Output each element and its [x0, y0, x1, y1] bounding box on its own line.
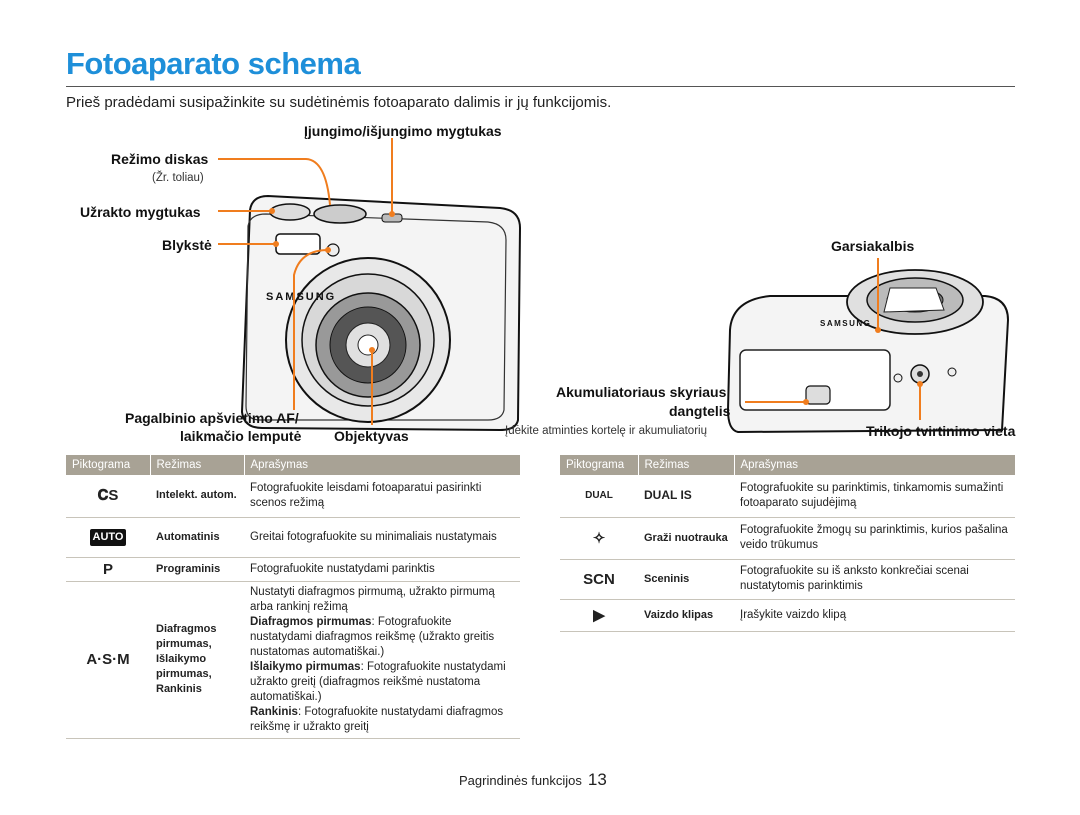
mode-description: Fotografuokite su iš anksto konkrečiai s…: [734, 559, 1015, 600]
smart-auto-icon: 𝐂S: [66, 475, 150, 518]
header-icon: Piktograma: [66, 455, 150, 475]
title-divider: [66, 86, 1015, 87]
table-header-row: Piktograma Režimas Aprašymas: [66, 455, 520, 475]
flash-label: Blykstė: [162, 237, 212, 253]
manual-desc: Rankinis: Fotografuokite nustatydami dia…: [250, 705, 504, 733]
table-row: DUAL DUAL IS Fotografuokite su parinktim…: [560, 475, 1015, 518]
mode-description: Įrašykite vaizdo klipą: [734, 599, 1015, 632]
af-lamp-label-line1: Pagalbinio apšvietimo AF/: [125, 410, 299, 426]
asm-icon: A·S·M: [66, 581, 150, 739]
table-row: ✧ Graži nuotrauka Fotografuokite žmogų s…: [560, 517, 1015, 560]
lens-label: Objektyvas: [334, 428, 409, 444]
table-row: 𝐂S Intelekt. autom. Fotografuokite leisd…: [66, 475, 520, 518]
callout-lines: [218, 138, 921, 425]
intro-text: Prieš pradėdami susipažinkite su sudėtin…: [66, 94, 612, 111]
mode-description: Nustatyti diafragmos pirmumą, užrakto pi…: [244, 581, 520, 739]
svg-text:SAMSUNG: SAMSUNG: [820, 319, 871, 328]
footer-section: Pagrindinės funkcijos: [459, 773, 582, 788]
af-lamp-label-line2: laikmačio lemputė: [180, 428, 302, 444]
battery-cover-note: Įdėkite atminties kortelę ir akumuliator…: [505, 425, 707, 437]
mode-name: Diafragmos pirmumas, Išlaikymo pirmumas,…: [150, 581, 244, 739]
page-title: Fotoaparato schema: [66, 46, 361, 81]
header-mode: Režimas: [637, 455, 734, 475]
mode-name: Intelekt. autom.: [150, 475, 244, 518]
mode-name: Programinis: [150, 557, 244, 582]
auto-icon: AUTO: [89, 529, 127, 546]
camera-bottom-illustration: SAMSUNG: [726, 269, 1010, 434]
mode-dial-note: (Žr. toliau): [152, 172, 204, 184]
scene-icon: SCN: [560, 559, 638, 600]
header-description: Aprašymas: [733, 455, 1015, 475]
mode-description: Fotografuokite žmogų su parinktimis, kur…: [734, 517, 1015, 560]
mode-name: Sceninis: [638, 559, 734, 600]
movie-icon: ▶: [560, 599, 638, 632]
beauty-shot-icon: ✧: [560, 517, 638, 560]
table-header-row: Piktograma Režimas Aprašymas: [560, 455, 1015, 475]
mode-description: Fotografuokite su parinktimis, tinkamomi…: [734, 475, 1015, 518]
tripod-mount-label: Trikojo tvirtinimo vieta: [866, 423, 1016, 439]
mode-table-right: Piktograma Režimas Aprašymas DUAL DUAL I…: [560, 455, 1015, 632]
dual-is-icon: DUAL: [560, 475, 638, 518]
camera-diagram: SAMSUNG SAMSUNG: [218, 138, 1010, 434]
asm-intro: Nustatyti diafragmos pirmumą, užrakto pi…: [250, 585, 495, 613]
mode-description: Greitai fotografuokite su minimaliais nu…: [244, 517, 520, 558]
table-row: A·S·M Diafragmos pirmumas, Išlaikymo pir…: [66, 581, 520, 739]
camera-front-illustration: SAMSUNG: [240, 194, 522, 432]
mode-name: Automatinis: [150, 517, 244, 558]
header-mode: Režimas: [149, 455, 244, 475]
page-number: 13: [587, 770, 607, 789]
mode-description: Fotografuokite leisdami fotoaparatui pas…: [244, 475, 520, 518]
mode-name: Vaizdo klipas: [638, 599, 734, 632]
brand-logo: SAMSUNG: [266, 291, 336, 303]
power-button-label: Įjungimo/išjungimo mygtukas: [304, 123, 502, 139]
aperture-priority-desc: Diafragmos pirmumas: Fotografuokite nust…: [250, 615, 495, 658]
table-row: P Programinis Fotografuokite nustatydami…: [66, 557, 520, 582]
table-row: SCN Sceninis Fotografuokite su iš anksto…: [560, 559, 1015, 600]
mode-name: Graži nuotrauka: [638, 517, 734, 560]
mode-name: DUAL IS: [638, 475, 734, 518]
mode-dial-label: Režimo diskas: [111, 151, 209, 167]
page-footer: Pagrindinės funkcijos 13: [459, 770, 607, 790]
program-icon: P: [66, 557, 150, 582]
header-icon: Piktograma: [560, 455, 638, 475]
table-row: ▶ Vaizdo klipas Įrašykite vaizdo klipą: [560, 599, 1015, 632]
mode-description: Fotografuokite nustatydami parinktis: [244, 557, 520, 582]
header-description: Aprašymas: [243, 455, 520, 475]
table-row: AUTO Automatinis Greitai fotografuokite …: [66, 517, 520, 558]
speaker-label: Garsiakalbis: [831, 238, 915, 254]
battery-cover-label-line1: Akumuliatoriaus skyriaus: [556, 384, 727, 400]
shutter-button-label: Užrakto mygtukas: [80, 204, 201, 220]
shutter-priority-desc: Išlaikymo pirmumas: Fotografuokite nusta…: [250, 660, 506, 703]
mode-table-left: Piktograma Režimas Aprašymas 𝐂S Intelekt…: [66, 455, 520, 739]
battery-cover-label-line2: dangtelis: [669, 403, 731, 419]
